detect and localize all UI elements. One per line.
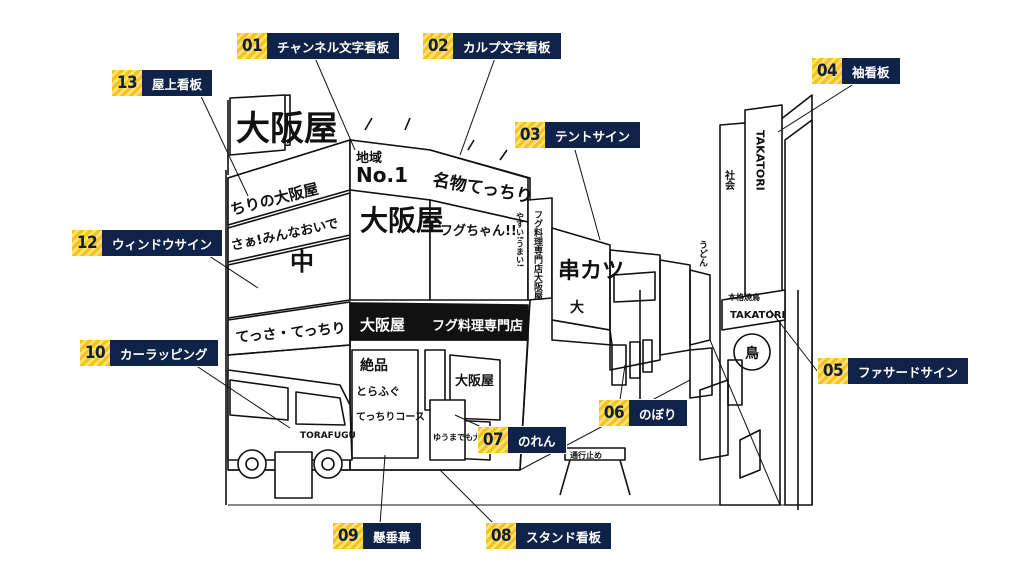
label-text: 袖看板 [842,58,900,84]
svg-text:大阪屋: 大阪屋 [455,373,494,389]
facade-sign [721,289,786,331]
svg-text:てっちりコース: てっちりコース [356,411,425,423]
label-number: 09 [333,523,363,549]
svg-text:社会: 社会 [723,169,736,191]
label-text: 屋上看板 [142,70,213,96]
label-hanging-banner: 09 懸垂幕 [333,523,421,549]
rooftop-text: 大阪屋 [236,109,338,149]
svg-text:地域: 地域 [356,150,382,166]
svg-text:フグ料理専門店: フグ料理専門店 [432,318,523,334]
label-car-wrapping: 10 カーラッピング [80,340,218,366]
svg-text:やすい!うまい!: やすい!うまい! [516,211,525,267]
label-number: 06 [599,400,629,426]
svg-text:TAKATORI: TAKATORI [730,310,785,321]
label-window-sign: 12 ウィンドウサイン [72,230,223,256]
svg-text:No.1: No.1 [356,163,408,187]
svg-text:とらふぐ: とらふぐ [356,385,400,398]
label-facade-sign: 05 ファサードサイン [818,358,969,384]
label-sleeve-sign: 04 袖看板 [812,58,900,84]
svg-text:鳥: 鳥 [745,345,759,362]
label-tent-sign: 03 テントサイン [515,122,641,148]
label-text: のぼり [629,400,687,426]
label-noren: 07 のれん [478,427,566,453]
label-number: 04 [812,58,842,84]
wrapped-truck [227,369,353,461]
svg-text:通行止め: 通行止め [570,450,602,460]
label-number: 08 [486,523,516,549]
label-number: 07 [478,427,508,453]
svg-text:串カツ: 串カツ [558,259,624,284]
label-number: 10 [80,340,110,366]
label-text: カルプ文字看板 [453,33,561,59]
label-text: ウィンドウサイン [102,230,223,256]
hanging-banner [351,349,419,459]
svg-text:フグ料理専門店大阪屋: フグ料理専門店大阪屋 [532,210,543,301]
label-nobori: 06 のぼり [599,400,687,426]
svg-text:本格焼鳥: 本格焼鳥 [727,292,760,302]
label-stand-sign: 08 スタンド看板 [486,523,612,549]
label-number: 02 [423,33,453,59]
label-number: 05 [818,358,848,384]
svg-text:中: 中 [290,248,314,276]
label-text: 懸垂幕 [363,523,421,549]
round-sign [733,333,771,371]
label-number: 01 [237,33,267,59]
label-text: スタンド看板 [516,523,612,549]
svg-text:大阪屋: 大阪屋 [360,204,444,237]
svg-text:大: 大 [570,299,584,316]
svg-text:うどん: うどん [697,240,708,267]
label-number: 12 [72,230,102,256]
rooftop-sign [229,94,286,156]
svg-text:TORAFUGU: TORAFUGU [300,431,356,441]
label-text: チャンネル文字看板 [267,33,400,59]
label-rooftop-sign: 13 屋上看板 [112,70,213,96]
label-number: 03 [515,122,545,148]
label-text: のれん [508,427,566,453]
svg-text:フグちゃん!!: フグちゃん!! [440,223,517,239]
svg-text:TAKATORI: TAKATORI [754,130,767,191]
label-culp-letter-sign: 02 カルプ文字看板 [423,33,561,59]
svg-text:大阪屋: 大阪屋 [360,316,405,334]
svg-text:ゆうまでも大阪屋: ゆうまでも大阪屋 [433,432,497,442]
svg-text:絶品: 絶品 [360,357,388,374]
label-text: テントサイン [545,122,641,148]
label-text: ファサードサイン [848,358,969,384]
label-channel-letter-sign: 01 チャンネル文字看板 [237,33,400,59]
label-text: カーラッピング [110,340,218,366]
label-number: 13 [112,70,142,96]
